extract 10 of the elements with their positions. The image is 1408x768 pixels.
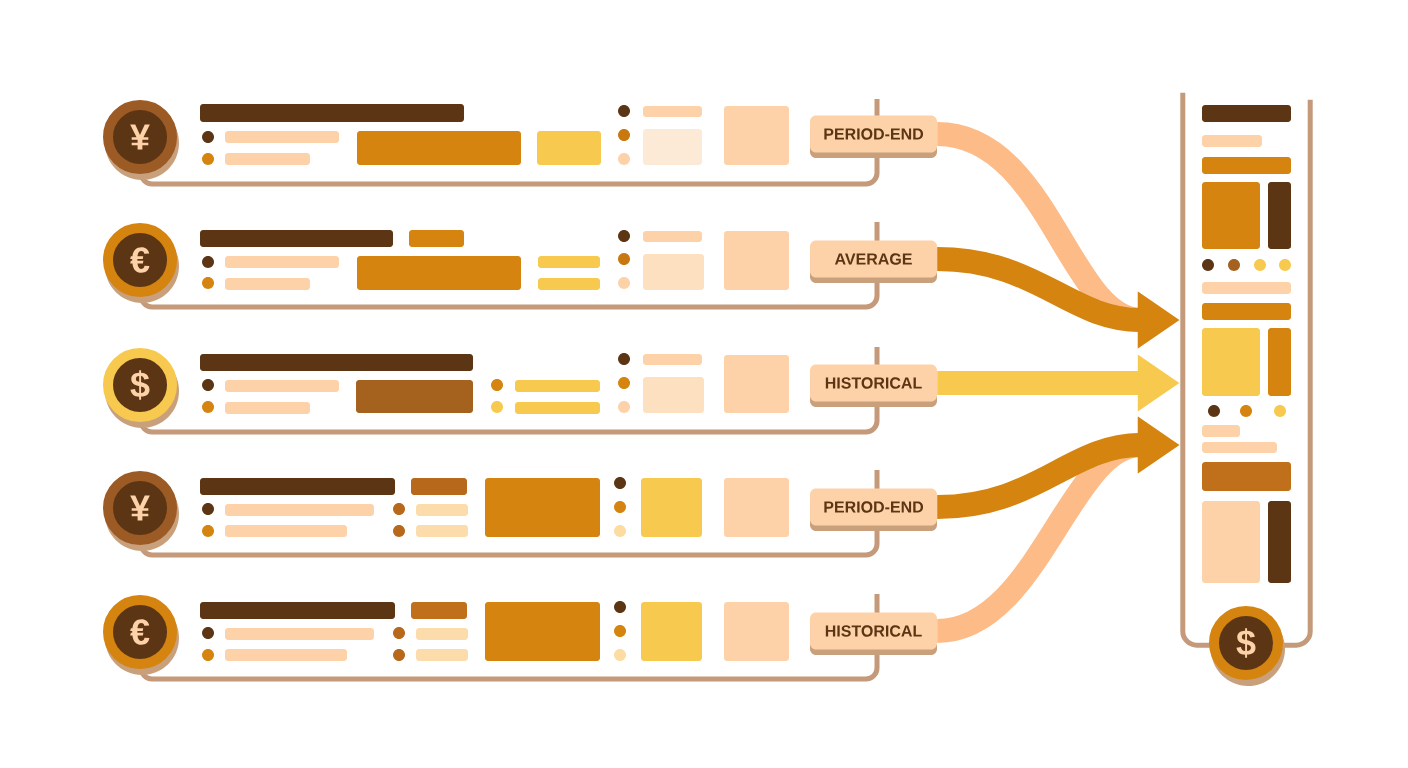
currency-coin: € [103, 595, 179, 675]
method-tag: HISTORICAL [810, 612, 937, 655]
method-tag: AVERAGE [810, 240, 937, 283]
currency-coin: € [103, 223, 179, 303]
currency-coin: ¥ [103, 100, 179, 180]
currency-coin: $ [103, 348, 179, 428]
currency-coin: ¥ [103, 471, 179, 551]
method-tag: HISTORICAL [810, 364, 937, 407]
method-tag: PERIOD-END [810, 115, 937, 158]
method-tag: PERIOD-END [810, 488, 937, 531]
